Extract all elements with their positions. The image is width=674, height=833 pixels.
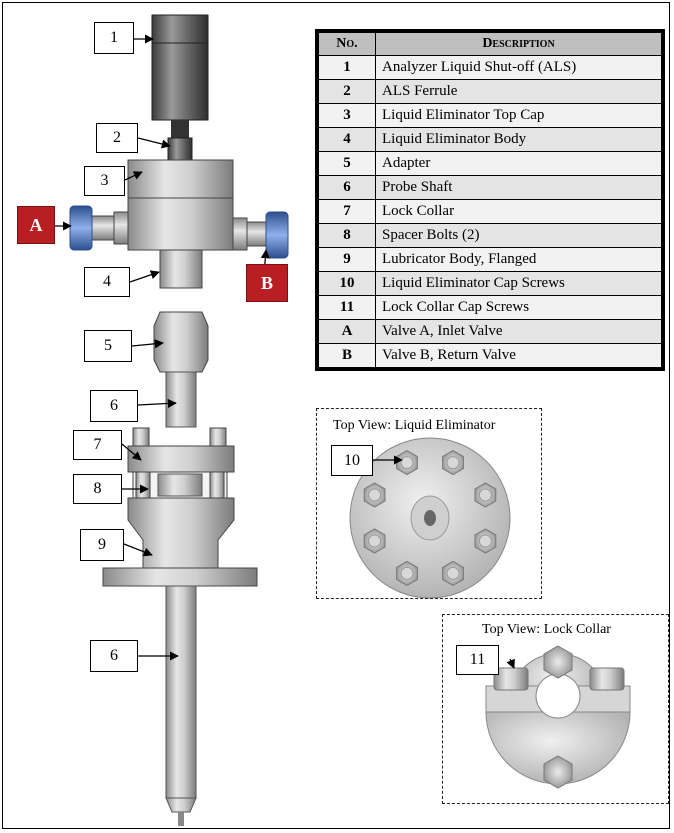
header-description: Description [375, 30, 664, 56]
part-description-cell: Valve B, Return Valve [375, 343, 664, 370]
part-number-cell: 11 [316, 295, 376, 320]
cap-screw-center [446, 566, 460, 580]
callout-2: 2 [96, 123, 138, 153]
lock-collar-top-view [485, 645, 631, 789]
part-number-cell: 8 [316, 223, 376, 248]
collar-top-view-box [442, 614, 669, 804]
part-number-cell: 4 [316, 127, 376, 152]
part-description-cell: Liquid Eliminator Top Cap [375, 103, 664, 128]
part-description-cell: Adapter [375, 151, 664, 176]
als-ferrule-part [167, 120, 193, 161]
part-number-cell: 3 [316, 103, 376, 128]
lock-collar-part [127, 427, 235, 473]
valve-a-part [69, 205, 129, 251]
valve-b-part [232, 211, 289, 259]
part-description-cell: Probe Shaft [375, 175, 664, 200]
part-number-cell: 2 [316, 79, 376, 104]
probe-shaft-upper-part [165, 371, 197, 428]
part-description-cell: Analyzer Liquid Shut-off (ALS) [375, 55, 664, 80]
cap-screw-center [478, 534, 492, 548]
part-description-cell: Spacer Bolts (2) [375, 223, 664, 248]
part-description-cell: Liquid Eliminator Body [375, 127, 664, 152]
callout-6-upper: 6 [90, 390, 138, 422]
part-number-cell: B [316, 343, 376, 370]
cap-screw-center [478, 488, 492, 502]
part-number-cell: 1 [316, 55, 376, 80]
callout-9: 9 [80, 529, 124, 561]
header-no: No. [316, 30, 376, 56]
cap-screw-center [400, 566, 414, 580]
eliminator-top-view-title: Top View: Liquid Eliminator [333, 418, 496, 433]
part-number-cell: 7 [316, 199, 376, 224]
eliminator-top-view-box [316, 408, 542, 599]
callout-3: 3 [84, 166, 125, 196]
part-description-cell: Lock Collar [375, 199, 664, 224]
valve-b-label: B [246, 264, 288, 302]
valve-a-label: A [17, 206, 55, 244]
callout-8: 8 [73, 474, 122, 504]
part-number-cell: 10 [316, 271, 376, 296]
probe-shaft-lower-part [165, 585, 197, 826]
cap-screw-center [368, 488, 382, 502]
als-shutoff-part [151, 14, 209, 121]
part-number-cell: 9 [316, 247, 376, 272]
spacer-bolts-part [132, 471, 228, 499]
part-description-cell: Liquid Eliminator Cap Screws [375, 271, 664, 296]
callout-5: 5 [84, 330, 132, 362]
callout-11: 11 [456, 645, 499, 675]
cap-screw-center [446, 456, 460, 470]
liquid-eliminator-top-view [349, 437, 511, 599]
part-description-cell: Lock Collar Cap Screws [375, 295, 664, 320]
eliminator-top-cap-part [127, 159, 234, 199]
part-description-cell: Lubricator Body, Flanged [375, 247, 664, 272]
part-number-cell: 5 [316, 151, 376, 176]
part-description-cell: ALS Ferrule [375, 79, 664, 104]
part-number-cell: A [316, 319, 376, 344]
eliminator-body-part [127, 197, 234, 289]
callout-4: 4 [84, 267, 130, 297]
callout-10: 10 [331, 445, 373, 476]
part-number-cell: 6 [316, 175, 376, 200]
adapter-part [153, 311, 209, 373]
part-description-cell: Valve A, Inlet Valve [375, 319, 664, 344]
lubricator-body-part [102, 497, 258, 587]
collar-top-view-title: Top View: Lock Collar [482, 622, 611, 637]
callout-1: 1 [94, 22, 134, 54]
cap-screw-center [368, 534, 382, 548]
parts-table-header: No. Description [316, 30, 664, 56]
callout-7: 7 [73, 430, 122, 460]
callout-6-lower: 6 [90, 640, 138, 672]
